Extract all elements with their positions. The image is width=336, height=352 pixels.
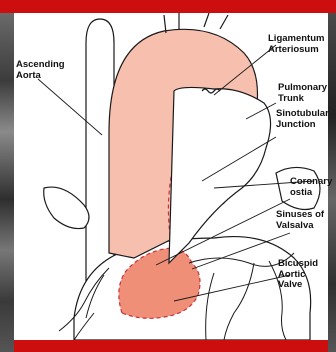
right-atrial-appendage — [44, 187, 89, 228]
background-texture-left — [0, 13, 14, 352]
label-sinotubular-junction: Sinotubular Junction — [276, 109, 329, 130]
label-pulmonary-trunk: Pulmonary Trunk — [278, 83, 327, 104]
label-bicuspid-aortic-valve: Bicuspid Aortic Valve — [278, 259, 318, 291]
label-ascending-aorta: Ascending Aorta — [16, 60, 65, 81]
label-sinuses-of-valsalva: Sinuses of Valsalva — [276, 210, 324, 231]
diagram-panel: Ascending Aorta Ligamentum Arteriosum Pu… — [14, 13, 328, 340]
label-ligamentum-arteriosum: Ligamentum Arteriosum — [268, 34, 324, 55]
label-coronary-ostia: Coronary ostia — [290, 177, 332, 198]
